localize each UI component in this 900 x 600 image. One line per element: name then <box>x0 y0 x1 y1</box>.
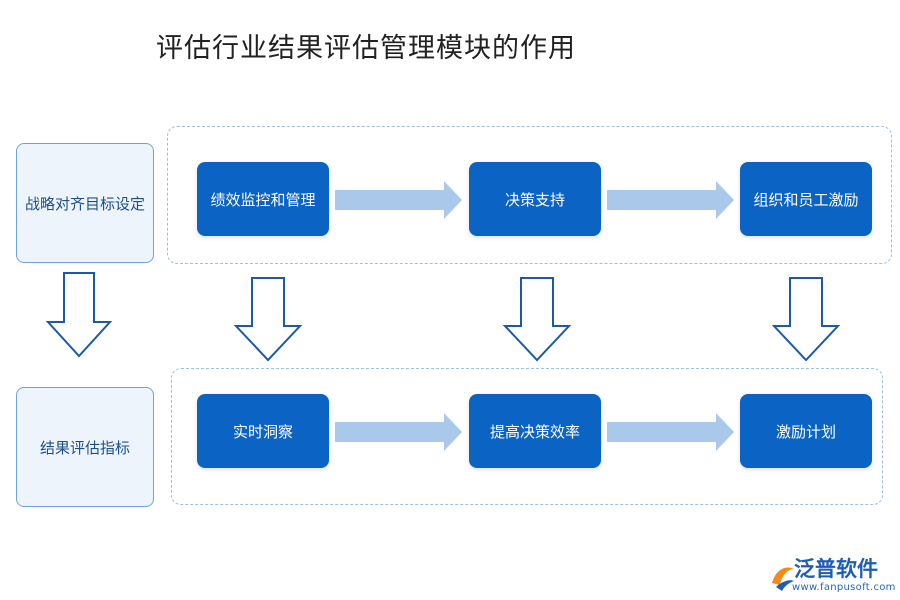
node-decision-support: 决策支持 <box>469 162 601 236</box>
right-arrow-bottom-2 <box>607 413 734 451</box>
node-decision-efficiency: 提高决策效率 <box>469 394 601 468</box>
page-title: 评估行业结果评估管理模块的作用 <box>156 33 576 64</box>
down-arrow-side <box>45 272 113 358</box>
logo-url: www.fanpusoft.com <box>792 582 896 593</box>
node-realtime-insight: 实时洞察 <box>197 394 329 468</box>
right-arrow-bottom-1 <box>335 413 462 451</box>
node-incentive-plan: 激励计划 <box>740 394 872 468</box>
fanpu-logo-icon <box>772 567 794 591</box>
down-arrow-col-3 <box>771 277 841 362</box>
result-metrics-box: 结果评估指标 <box>16 387 154 507</box>
logo-name: 泛普软件 <box>794 557 878 581</box>
top-row-group <box>167 126 892 264</box>
node-performance-monitoring: 绩效监控和管理 <box>197 162 329 236</box>
node-org-incentive: 组织和员工激励 <box>740 162 872 236</box>
right-arrow-top-1 <box>335 181 462 219</box>
strategy-alignment-box: 战略对齐目标设定 <box>16 143 154 263</box>
right-arrow-top-2 <box>607 181 734 219</box>
down-arrow-col-2 <box>502 277 572 362</box>
bottom-row-group <box>171 368 883 505</box>
down-arrow-col-1 <box>233 277 303 362</box>
